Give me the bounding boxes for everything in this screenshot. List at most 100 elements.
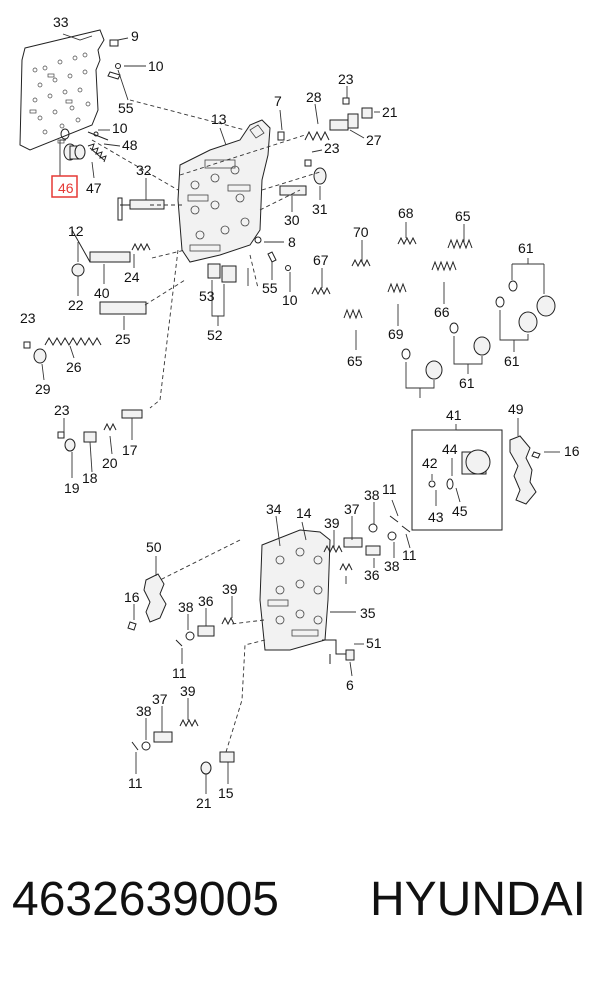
pin-11d	[131, 741, 139, 751]
callout-30: 30	[284, 212, 300, 228]
callout-10c: 10	[282, 292, 298, 308]
pin	[107, 71, 121, 80]
spring-39a	[323, 544, 343, 554]
callout-37b: 37	[152, 691, 168, 707]
callout-55b: 55	[262, 280, 278, 296]
ball	[115, 63, 121, 69]
callout-33: 33	[53, 14, 69, 30]
pin-12	[71, 229, 91, 263]
part-number: 4632639005	[12, 873, 279, 926]
pin-7	[277, 131, 285, 141]
dashed-guide-lines	[91, 99, 321, 753]
callout-10b: 10	[112, 120, 128, 136]
pin-11b	[401, 525, 411, 533]
spring-20	[103, 422, 117, 432]
leader-lines	[41, 33, 560, 794]
check-ball	[93, 131, 99, 137]
callout-43: 43	[428, 509, 444, 525]
callout-50: 50	[146, 539, 162, 555]
callout-55: 55	[118, 100, 134, 116]
callout-46: 46	[58, 180, 74, 196]
plug-19	[64, 438, 76, 452]
callout-11: 11	[382, 481, 397, 497]
highlight-frame	[51, 175, 78, 198]
bracket-51	[322, 639, 355, 664]
callout-66: 66	[434, 304, 450, 320]
spring-66	[431, 260, 457, 272]
brand-name: HYUNDAI	[369, 873, 586, 926]
solenoid-assembly-box	[411, 429, 503, 531]
callout-41: 41	[446, 407, 462, 423]
callout-68: 68	[398, 205, 414, 221]
callout-6: 6	[346, 677, 354, 693]
callout-36b: 36	[198, 593, 214, 609]
spring-24	[131, 242, 151, 252]
callout-47: 47	[86, 180, 102, 196]
callout-labels: 33 9 10 55 10 48 46 47 13 7 28 23 21 27 …	[20, 14, 580, 811]
callout-28: 28	[306, 89, 322, 105]
callout-38: 38	[364, 487, 380, 503]
callout-38b: 38	[384, 558, 400, 574]
callout-13: 13	[211, 111, 227, 127]
callout-18: 18	[82, 470, 98, 486]
callout-69: 69	[388, 326, 404, 342]
valve-30	[279, 185, 307, 196]
plug-38a	[368, 523, 378, 533]
callout-35: 35	[360, 605, 376, 621]
pin-11a	[389, 515, 399, 523]
spring-short	[87, 131, 109, 141]
callout-7: 7	[274, 93, 282, 109]
callout-25: 25	[115, 331, 131, 347]
callout-53: 53	[199, 288, 215, 304]
spring-47	[87, 143, 107, 163]
spring-28	[304, 130, 330, 142]
sleeve-61d	[401, 348, 443, 380]
bracket-50	[143, 573, 167, 623]
pin-11c	[175, 639, 183, 647]
callout-23: 23	[338, 71, 354, 87]
sleeve-61b	[518, 311, 538, 333]
callout-29: 29	[35, 381, 51, 397]
spring-39c	[221, 616, 235, 626]
callout-45: 45	[452, 503, 468, 519]
callout-34: 34	[266, 501, 282, 517]
callout-21: 21	[382, 104, 398, 120]
callout-65b: 65	[347, 353, 363, 369]
valve-32	[117, 197, 165, 221]
lower-valve-body	[259, 529, 331, 651]
callout-65: 65	[455, 208, 471, 224]
callout-61: 61	[518, 240, 534, 256]
plug-21	[361, 107, 373, 119]
plug-38d	[141, 741, 151, 751]
spring-69	[387, 282, 407, 294]
callout-19: 19	[64, 480, 80, 496]
callout-70: 70	[353, 224, 369, 240]
valve-36a	[365, 545, 381, 556]
callout-49: 49	[508, 401, 524, 417]
ball-10	[285, 265, 291, 271]
callout-39c: 39	[180, 683, 196, 699]
callout-11c: 11	[172, 665, 187, 681]
callout-61c: 61	[459, 375, 475, 391]
callout-37: 37	[344, 501, 360, 517]
valve-25	[99, 301, 147, 315]
plug-38b	[387, 531, 397, 541]
callout-16: 16	[564, 443, 580, 459]
plug-23	[342, 97, 350, 105]
callout-23c: 23	[20, 310, 36, 326]
callout-51: 51	[366, 635, 382, 651]
sleeve-61a	[495, 280, 556, 317]
plug-38c	[185, 631, 195, 641]
plug-21b	[200, 761, 212, 775]
callout-31: 31	[312, 201, 328, 217]
spring-39d	[179, 718, 199, 728]
callout-10: 10	[148, 58, 164, 74]
spring-70	[351, 258, 371, 268]
callout-11d: 11	[128, 775, 143, 791]
callout-32: 32	[136, 162, 152, 178]
highlighted-sleeve	[63, 143, 86, 161]
callout-40: 40	[94, 285, 110, 301]
callout-42: 42	[422, 455, 438, 471]
spring-67	[311, 286, 331, 296]
